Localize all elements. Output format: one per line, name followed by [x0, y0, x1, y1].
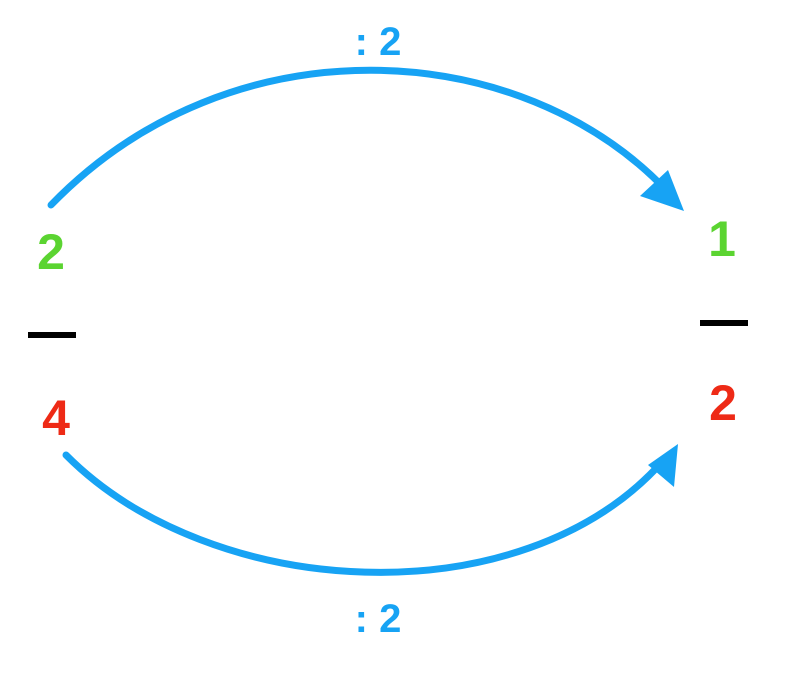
right-numerator: 1	[708, 211, 736, 267]
bottom-arrow-curve	[62, 451, 666, 576]
left-denominator: 4	[42, 390, 70, 446]
right-fraction-bar	[700, 320, 748, 326]
left-fraction-bar	[28, 332, 76, 338]
right-denominator: 2	[709, 375, 737, 431]
top-arrow-curve	[47, 66, 672, 209]
left-numerator: 2	[37, 224, 65, 280]
top-arrowhead-icon	[640, 170, 684, 211]
bottom-arrow-label: : 2	[354, 597, 402, 641]
bottom-arrowhead-icon	[648, 444, 678, 487]
top-arrow-label: : 2	[354, 20, 402, 64]
